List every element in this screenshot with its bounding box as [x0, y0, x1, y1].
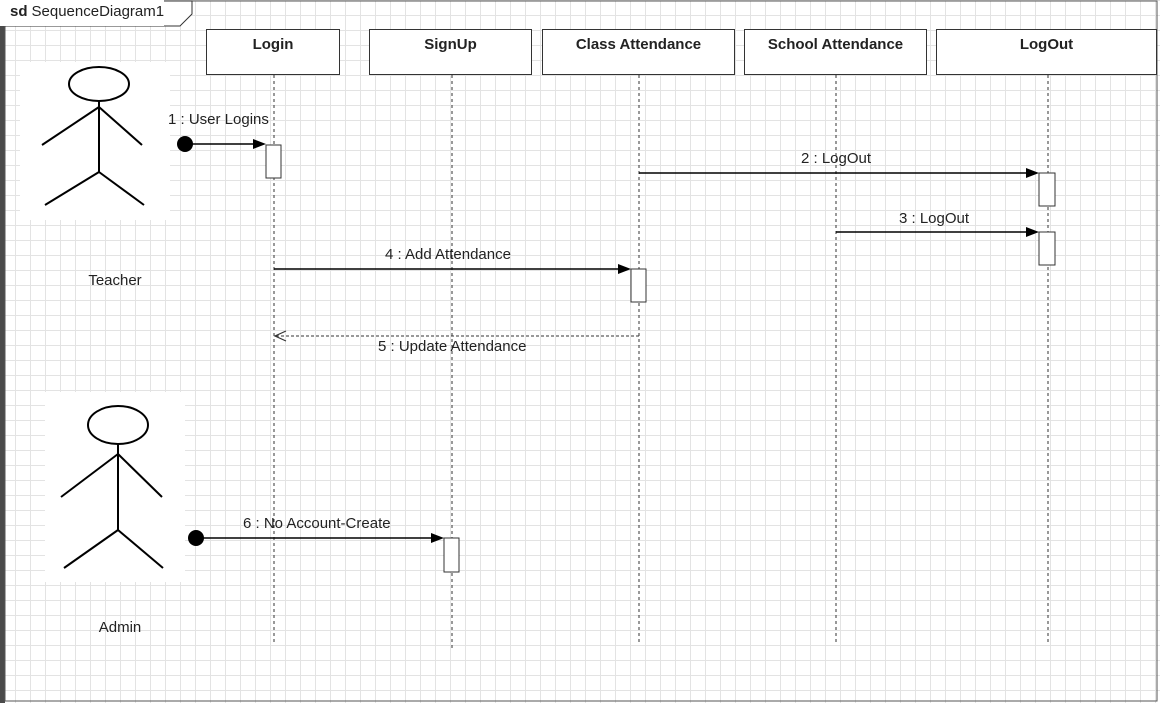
lifeline-signup[interactable]: SignUp — [369, 29, 532, 75]
lifeline-logout-label: LogOut — [1019, 36, 1074, 53]
msg3-arrowhead — [1026, 227, 1039, 237]
message-4-label[interactable]: 4 : Add Attendance — [385, 246, 511, 263]
msg6-arrowhead — [431, 533, 444, 543]
activation-logout-1 — [1038, 172, 1056, 207]
frame-title: SequenceDiagram1 — [31, 3, 165, 20]
admin-actor-icon — [60, 405, 164, 569]
message-1-label[interactable]: 1 : User Logins — [168, 111, 269, 128]
message-5-label[interactable]: 5 : Update Attendance — [378, 338, 527, 355]
lifeline-school-attendance-label: School Attendance — [767, 36, 904, 53]
lifeline-login[interactable]: Login — [206, 29, 340, 75]
msg1-arrowhead — [253, 139, 266, 149]
actor-teacher-label: Teacher — [88, 272, 142, 289]
activation-login — [265, 144, 282, 179]
activation-class-attendance — [630, 268, 647, 303]
activation-logout-2 — [1038, 231, 1056, 266]
window-edge — [0, 0, 5, 703]
lifeline-school-attendance[interactable]: School Attendance — [744, 29, 927, 75]
lifeline-signup-label: SignUp — [424, 36, 477, 53]
message-3-label[interactable]: 3 : LogOut — [899, 210, 970, 227]
message-6-label[interactable]: 6 : No Account-Create — [243, 515, 391, 532]
lifeline-class-attendance-label: Class Attendance — [575, 36, 702, 53]
frame-border — [4, 0, 1158, 702]
activation-signup — [443, 537, 460, 573]
msg4-arrowhead — [618, 264, 631, 274]
teacher-actor-icon — [41, 66, 145, 206]
msg5-open-arrowhead — [273, 330, 287, 342]
actor-admin-label: Admin — [98, 619, 142, 636]
msg2-arrowhead — [1026, 168, 1039, 178]
lifeline-login-label: Login — [252, 36, 294, 53]
lifeline-class-attendance[interactable]: Class Attendance — [542, 29, 735, 75]
message-2-label[interactable]: 2 : LogOut — [801, 150, 872, 167]
frame-keyword: sd — [10, 3, 28, 20]
lifeline-logout[interactable]: LogOut — [936, 29, 1157, 75]
